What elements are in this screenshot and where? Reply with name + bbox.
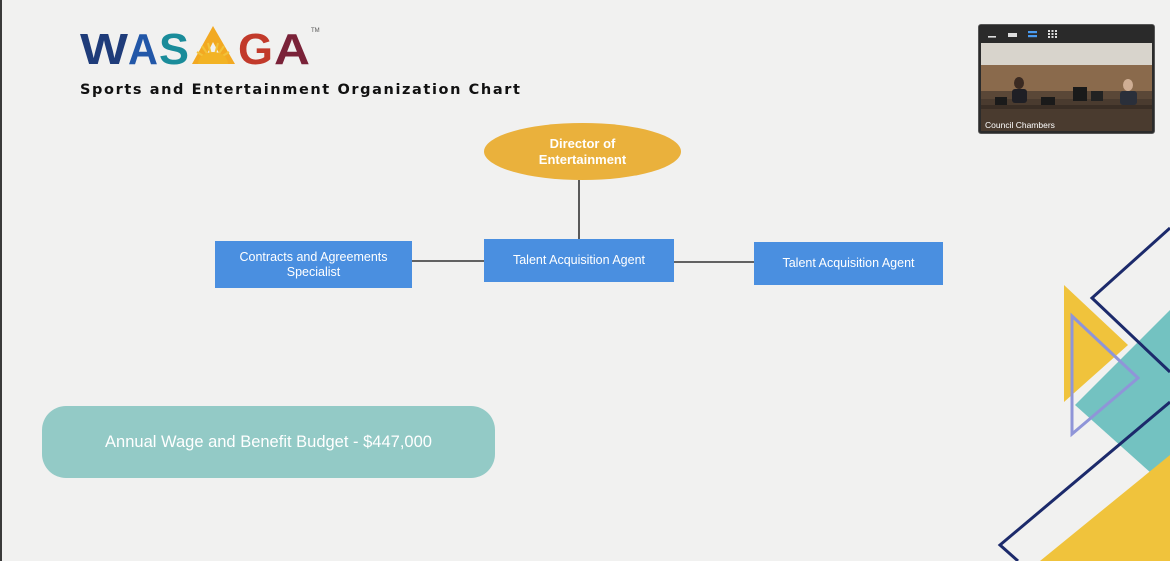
minimize-icon[interactable]	[987, 29, 999, 39]
gallery-view-icon[interactable]	[1047, 29, 1059, 39]
decorative-shapes	[997, 226, 1170, 561]
svg-text:G: G	[238, 25, 273, 72]
svg-text:S: S	[159, 25, 189, 72]
council-chambers-video-feed	[981, 43, 1152, 131]
svg-text:A: A	[128, 25, 158, 72]
svg-text:A: A	[274, 25, 310, 72]
talent-agent-node-center: Talent Acquisition Agent	[484, 239, 674, 282]
contracts-specialist-node: Contracts and Agreements Specialist	[215, 241, 412, 288]
wasaga-logo: W A S G A TM	[80, 25, 320, 72]
budget-pill: Annual Wage and Benefit Budget - $447,00…	[42, 406, 495, 478]
video-toolbar	[979, 25, 1154, 43]
left-border	[0, 0, 2, 561]
page-subtitle: Sports and Entertainment Organization Ch…	[80, 82, 522, 98]
video-caption: Council Chambers	[985, 120, 1055, 130]
speaker-view-icon[interactable]	[1027, 29, 1039, 39]
restore-icon[interactable]	[1007, 29, 1019, 39]
sun-a-icon	[192, 26, 235, 64]
logo-trademark: TM	[311, 28, 320, 34]
video-thumbnail[interactable]: Council Chambers	[978, 24, 1155, 134]
talent-agent-node-right: Talent Acquisition Agent	[754, 242, 943, 285]
svg-text:W: W	[80, 25, 129, 72]
director-of-entertainment-node: Director of Entertainment	[484, 123, 681, 180]
